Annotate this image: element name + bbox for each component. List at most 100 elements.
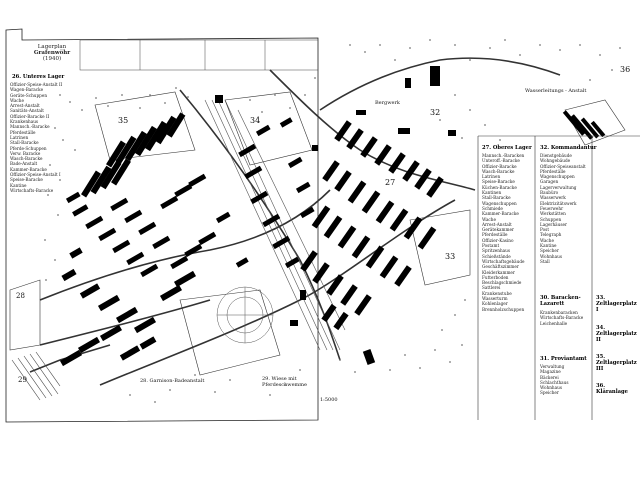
label-garnison-bad: 28. Garnison-Badeanstalt [140, 378, 205, 384]
legend-item: Stall-Baracke [10, 140, 39, 146]
legend-item: Wagenschuppen [540, 174, 575, 180]
legend-item: Offizier-Speiseanstalt [540, 163, 586, 169]
legend-item: Beschlagschmiede [482, 280, 522, 286]
left-sheet [5, 28, 319, 423]
label-baracken-lazarett: 30. Baracken-Lazarett [540, 295, 581, 307]
map-title: Lagerplan Grafenwöhr (1940) [33, 44, 71, 62]
legend-item: Wache [540, 237, 554, 243]
legend-item: Lagerverwaltung [540, 184, 577, 190]
legend-item: Schießstände [482, 253, 511, 259]
legend-item: Feuerwehr [540, 205, 564, 211]
legend-item: Offizier-Speise-Anstalt II [10, 82, 63, 87]
legend-item: Baubüro [540, 190, 559, 196]
label-oberes-lager: 27. Oberes Lager [482, 145, 532, 151]
legend-item: Wasch-Baracke [482, 168, 515, 174]
legend-item: Garagen [540, 179, 559, 185]
legend-item: Elektrizitätswerk [540, 200, 577, 206]
legend-item: Wasch-Baracke [10, 156, 43, 162]
park-circle [216, 286, 274, 344]
label-28: 28 [16, 292, 25, 300]
legend-item: Sattlerei [482, 285, 501, 291]
legend-item: Wohnhaus [540, 253, 562, 259]
legend-item: Unteroff.-Baracke [482, 158, 520, 164]
legend-item: Kammer-Baracke [482, 211, 519, 217]
legend-item: Speicher [540, 390, 559, 396]
legend-item: Latrinen [10, 134, 29, 140]
legend-item: Krankenhaus [10, 119, 39, 125]
forest-texture [44, 39, 621, 403]
label-wasserleitung: Wasserleitungs - Anstalt [525, 88, 587, 94]
legend-item: Kantine [10, 182, 27, 188]
legend-item: Offizier-Speise-Anstalt I [10, 172, 61, 178]
legend-item: Bäckerei [540, 374, 559, 380]
legend-item: Schuppen [540, 216, 562, 222]
legend-item: Wasserwerk [540, 195, 566, 201]
legend-item: Spritzenhaus [482, 248, 510, 254]
label-29: 29 [18, 376, 27, 384]
label-zeltlager-1: 33. Zeltlagerplatz I [596, 295, 637, 313]
legend-item: Wohnhaus [540, 385, 562, 391]
legend-item: Dienstgebäude [540, 153, 572, 158]
label-36: 36 [620, 65, 631, 74]
label-wiese: 29. Wiese mit Pferdeschwemme [262, 376, 307, 388]
legend-item: Krankenbaracken [540, 310, 578, 315]
label-27: 27 [385, 178, 396, 187]
map-scale: 1:5000 [320, 397, 338, 403]
legend-item: Bade-Anstalt [10, 161, 38, 167]
legend-item: Geräte-Schuppen [10, 92, 48, 98]
legend-item: Gerätekammer [482, 227, 514, 233]
legend-item: Wohngebäude [540, 158, 571, 164]
legend-item: Speicher [540, 248, 559, 254]
legend-item: Wirtschafts-Baracke [10, 187, 54, 193]
legend-item: Verw. Baracke [10, 150, 41, 156]
legend-item: Lagerhäuser [540, 221, 567, 227]
buildings [59, 66, 606, 367]
legend-item: Offizier-Kasino [482, 237, 514, 243]
legend-item: Wirtschafts-Baracke [540, 315, 584, 321]
legend-kommandantur: Dienstgebäude Wohngebäude Offizier-Speis… [540, 153, 586, 264]
legend-item: Futterboden [482, 274, 509, 280]
legend-item: Speise-Baracke [482, 179, 515, 185]
label-klaranlage: 36. Kläranlage [596, 383, 628, 395]
legend-item: Wache [10, 97, 24, 103]
legend-item: Arrest-Anstalt [482, 221, 512, 227]
legend-item: Wagenschuppen [482, 200, 517, 206]
legend-item: Kammer-Baracke [10, 166, 47, 172]
legend-item: Wagen-Baracke [10, 87, 44, 93]
legend-item: Krankenstube [482, 290, 512, 296]
legend-item: Kantine [540, 243, 557, 249]
legend-item: Offizier-Baracke [482, 163, 517, 169]
rail-lines [204, 99, 346, 351]
legend-item: Geschäftszimmer [482, 264, 519, 270]
legend-item: Magazine [540, 369, 561, 375]
label-bergwerk: Bergwerk [375, 100, 400, 106]
legend-item: Pferde-Schuppen [10, 145, 47, 151]
legend-item: Kleiderkammer [482, 269, 515, 275]
legend-item: Arrest-Anstalt [10, 103, 40, 109]
left-legend-grid [79, 39, 319, 71]
legend-item: Sanitäts-Anstalt [10, 108, 44, 114]
legend-item: Pferdeställe [482, 232, 508, 238]
legend-oberes-lager: Mannsch.-Baracken Unteroff.-Baracke Offi… [482, 153, 525, 312]
legend-item: Stall-Baracke [482, 195, 511, 201]
legend-item: Schlachthaus [540, 379, 569, 385]
legend-item: Wirtschaftsgebäude [482, 258, 525, 264]
legend-item: Leichenhalle [540, 320, 568, 326]
legend-item: Offizier-Baracke II [10, 113, 50, 119]
legend-item: Telegraph [540, 232, 562, 238]
label-32: 32 [430, 108, 441, 117]
label-35: 35 [118, 116, 129, 125]
legend-item: Schmiede [482, 205, 503, 211]
legend-item: Kantinen [482, 190, 502, 196]
legend-item: Verwaltung [540, 364, 565, 369]
field-outlines [9, 91, 626, 376]
legend-item: Brennholzschuppen [482, 306, 525, 312]
legend-item: Wache [482, 216, 496, 222]
hatched-area [11, 351, 61, 401]
label-33: 33 [445, 252, 456, 261]
legend-item: Pferdeställe [540, 168, 566, 174]
legend-item: Stall [540, 258, 550, 264]
label-zeltlager-2: 34. Zeltlagerplatz II [596, 325, 637, 343]
legend-item: Mannsch.-Baracke [10, 124, 50, 130]
